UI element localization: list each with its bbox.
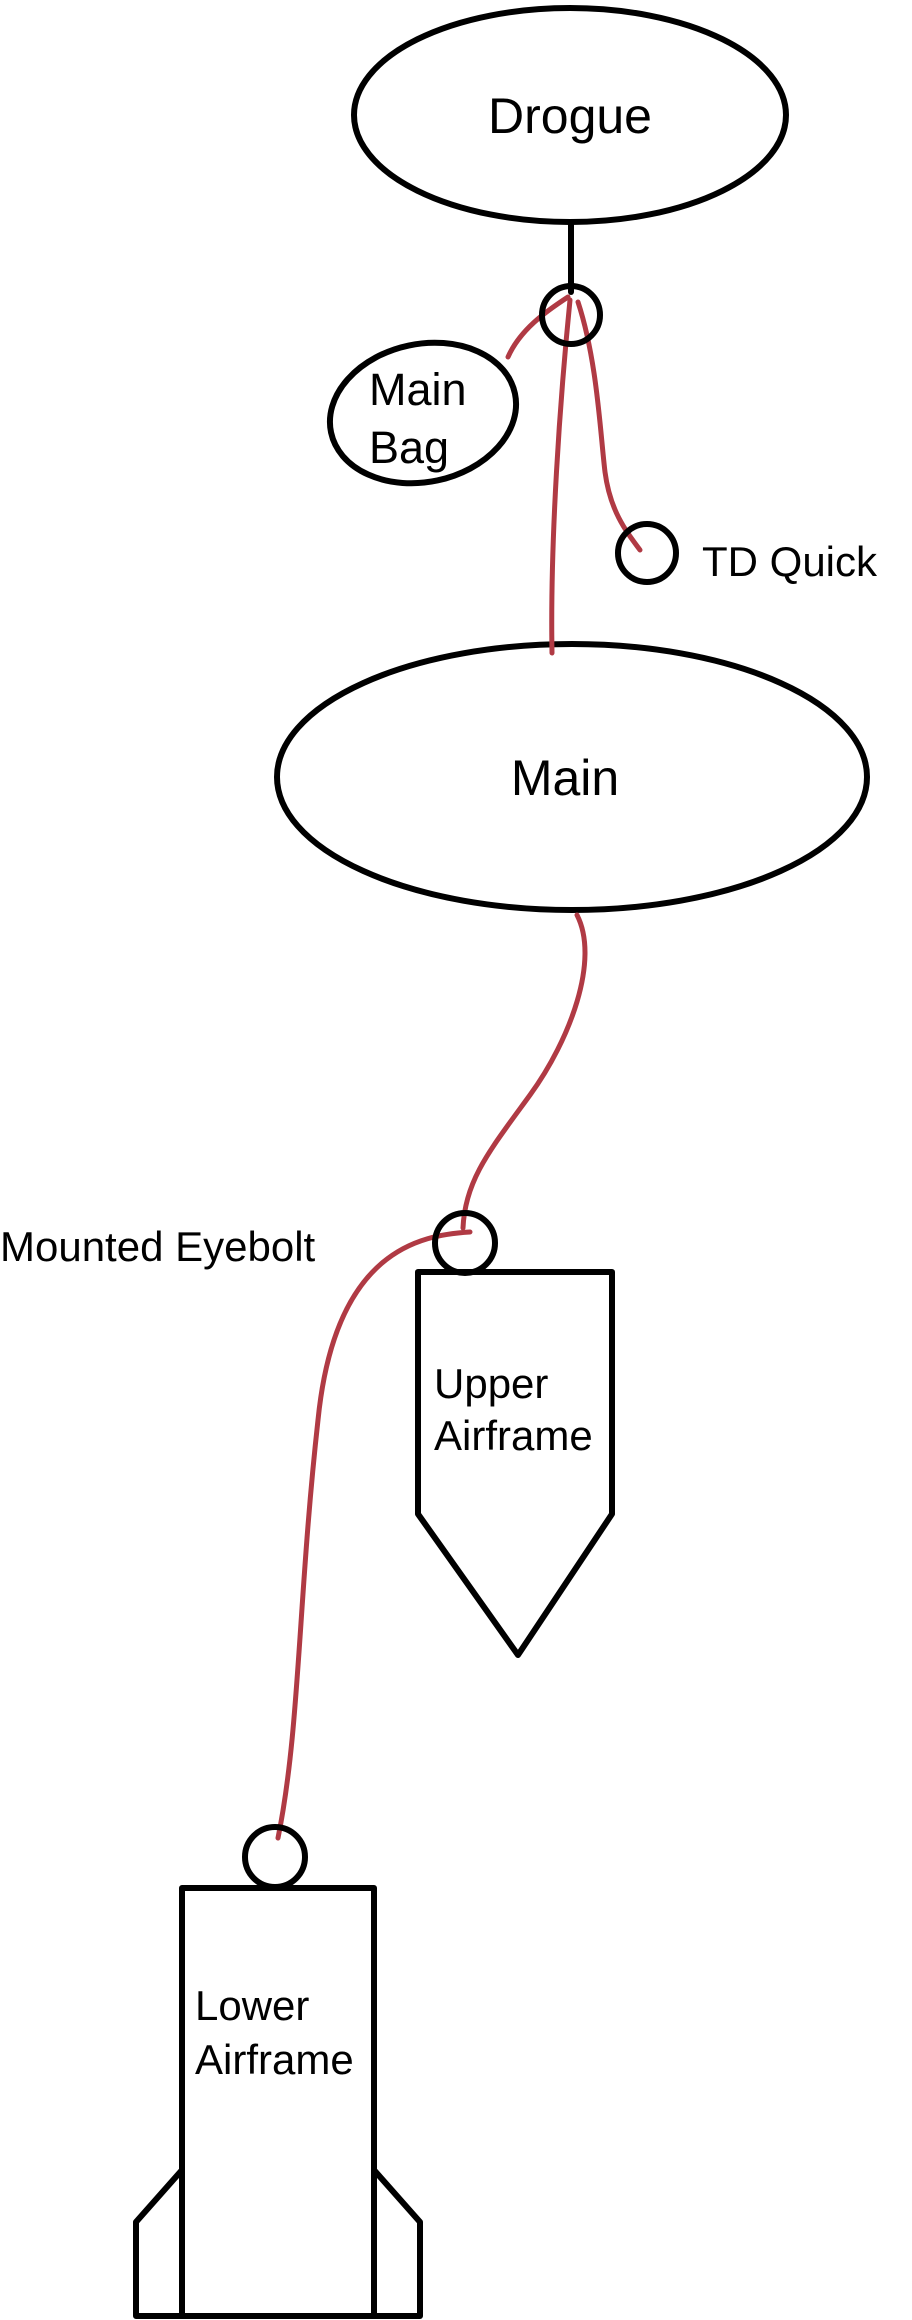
lower-airframe-label-line2: Airframe <box>195 2036 354 2083</box>
main-label: Main <box>511 750 619 806</box>
main-bag-label-line2: Bag <box>369 422 449 473</box>
cord-swivel-to-td-quick <box>575 299 643 553</box>
lower-airframe-node: Lower Airframe <box>133 1824 423 2319</box>
cord-main-to-upper-eyebolt <box>460 912 588 1231</box>
lower-airframe-left-fin <box>133 2167 185 2319</box>
main-node: Main <box>274 641 870 913</box>
main-canopy <box>274 641 870 913</box>
main-bag-node: Main Bag <box>326 339 520 487</box>
drogue-label: Drogue <box>488 88 652 144</box>
td-quick-label: TD Quick <box>702 538 878 585</box>
td-quick-node: TD Quick <box>615 521 878 585</box>
shock-cords <box>275 294 643 1841</box>
main-bag-label-line1: Main <box>369 364 467 415</box>
drogue-node: Drogue <box>351 5 789 225</box>
main-bag-outline <box>326 339 520 487</box>
lower-airframe-right-fin <box>371 2167 423 2319</box>
td-quick-ring <box>615 521 679 585</box>
lower-airframe-eyebolt <box>242 1824 308 1890</box>
upper-airframe-body <box>415 1269 615 1658</box>
upper-airframe-label-line1: Upper <box>434 1360 548 1407</box>
cord-swivel-to-main-bag <box>505 294 571 360</box>
upper-airframe-label-line2: Airframe <box>434 1412 593 1459</box>
lower-airframe-label-line1: Lower <box>195 1982 309 2029</box>
upper-airframe-node: Mounted Eyebolt Upper Airframe <box>0 1210 615 1658</box>
lower-airframe-body <box>179 1885 377 2319</box>
cord-swivel-to-main <box>549 297 573 656</box>
drogue-swivel-ring <box>539 283 603 347</box>
upper-airframe-eyebolt <box>432 1210 498 1276</box>
mounted-eyebolt-label: Mounted Eyebolt <box>0 1223 316 1270</box>
cord-upper-to-lower-eyebolt <box>275 1229 473 1841</box>
